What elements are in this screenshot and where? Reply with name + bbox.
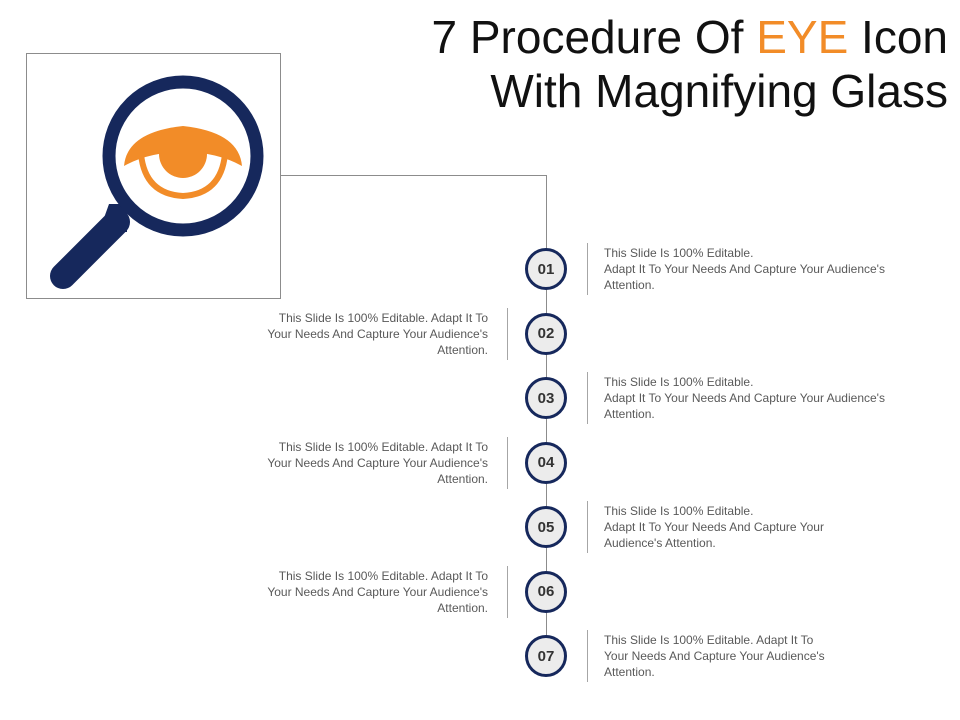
title-line-1: 7 Procedure Of EYE Icon [308,10,949,64]
step-description-line: This Slide Is 100% Editable. [604,246,754,260]
step-text-divider [587,243,588,295]
step-number-badge: 05 [525,506,567,548]
step-description: This Slide Is 100% Editable. Adapt It To… [228,310,488,358]
step-description-line: Your Needs And Capture Your Audience's [267,326,488,341]
step-description-line: Audience's Attention. [604,536,716,550]
step-description-line: Attention. [604,278,655,292]
title-accent-word: EYE [756,11,849,63]
step-description-line: This Slide Is 100% Editable. Adapt It To [604,633,814,647]
step-number-badge: 03 [525,377,567,419]
step-text-divider [587,501,588,553]
step-description: This Slide Is 100% Editable. Adapt It To… [228,568,488,616]
step-number-badge: 07 [525,635,567,677]
step-number-badge: 04 [525,441,567,484]
step-description-line: Attention. [437,471,488,486]
step-number-badge: 02 [525,312,567,355]
step-description-line: Attention. [604,407,655,421]
magnifier-neck [99,204,127,232]
title-text-before: 7 Procedure Of [431,11,757,63]
step-description: This Slide Is 100% Editable. Adapt It To … [604,503,934,551]
icon-frame [26,53,281,299]
step-description-line: Attention. [437,600,488,615]
step-text-divider [507,436,508,489]
step-description-line: This Slide Is 100% Editable. Adapt It To [278,568,488,583]
step-text-divider [587,630,588,682]
step-description: This Slide Is 100% Editable. Adapt It To… [228,439,488,487]
title-line-2: With Magnifying Glass [490,65,948,117]
step-text-divider [507,307,508,360]
step-description: This Slide Is 100% Editable. Adapt It To … [604,374,934,422]
step-text-divider [507,565,508,618]
step-description-line: This Slide Is 100% Editable. [604,504,754,518]
step-text-divider [587,372,588,424]
step-description-line: Attention. [437,342,488,357]
step-description-line: This Slide Is 100% Editable. Adapt It To [278,439,488,454]
step-number-badge: 01 [525,248,567,290]
step-description-line: Attention. [604,665,655,679]
step-description-line: Adapt It To Your Needs And Capture Your … [604,391,885,405]
eye-pupil [159,130,207,178]
step-description-line: Your Needs And Capture Your Audience's [604,649,825,663]
step-description-line: This Slide Is 100% Editable. [604,375,754,389]
step-description-line: Your Needs And Capture Your Audience's [267,455,488,470]
step-description-line: Adapt It To Your Needs And Capture Your … [604,262,885,276]
eye-lower-lid [138,153,228,200]
step-number-badge: 06 [525,570,567,613]
icon-connector-line [281,175,547,247]
step-description: This Slide Is 100% Editable. Adapt It To… [604,632,934,680]
eye-in-magnifying-glass-icon [50,75,264,289]
step-description: This Slide Is 100% Editable. Adapt It To … [604,245,934,293]
step-description-line: Adapt It To Your Needs And Capture Your [604,520,824,534]
slide-title: 7 Procedure Of EYE Icon With Magnifying … [308,10,949,118]
title-text-after: Icon [848,11,948,63]
step-description-line: Your Needs And Capture Your Audience's [267,584,488,599]
step-description-line: This Slide Is 100% Editable. Adapt It To [278,310,488,325]
eye-icon [124,126,242,200]
